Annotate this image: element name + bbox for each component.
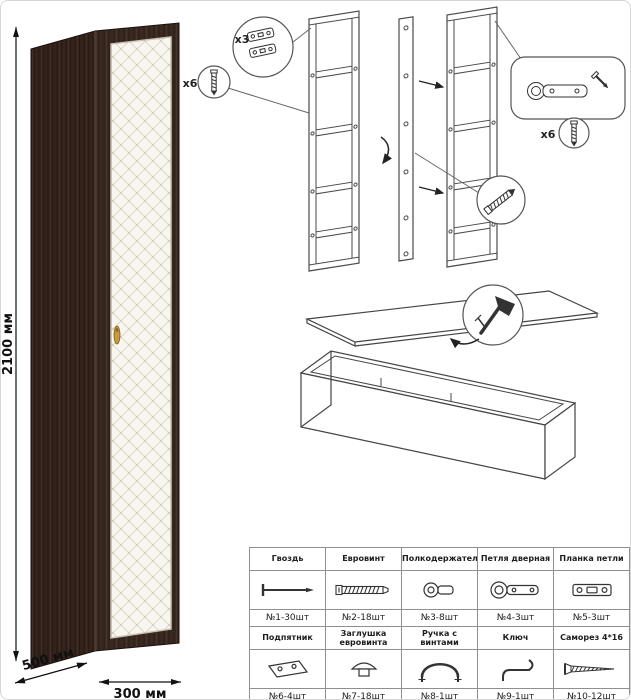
part-name-cell: Гвоздь [249,547,326,571]
part-icon-cell [249,649,326,689]
euro-screw-callout-left: x6 [183,65,310,114]
screw-cap-icon [350,662,377,677]
euro-screw-icon [334,584,389,596]
part-count-cell: №10-12шт [553,688,630,699]
part-icon-cell [401,649,478,689]
shelf-support-icon [422,582,454,598]
part-icon-cell [401,570,478,610]
wardrobe-side-panel [30,30,96,670]
part-name-cell: Заглушка евровинта [325,626,402,650]
part-icon-cell [325,649,402,689]
part-name-cell: Подпятник [249,626,326,650]
carcass-lying-down [299,350,577,481]
confirmat-screw-callout [414,152,526,225]
hammer-callout [449,284,524,349]
carcass-frame-left [308,10,360,272]
part-count-cell: №9-1шт [477,688,554,699]
part-count-cell: №6-4шт [249,688,326,699]
hammer-icon [474,296,515,335]
part-icon-cell [477,649,554,689]
door-handle [113,325,121,345]
hinge-screws-callout: x6 [541,117,590,149]
part-icon-cell [553,570,630,610]
parts-count-row: №1-30шт №2-18шт №3-8шт №4-3шт №5-3шт [249,609,630,627]
hinge-detail-callout [494,20,626,120]
wardrobe-illustration [30,22,180,670]
carcass-side-board [398,16,414,262]
height-dimension-label: 2100 мм [1,313,16,375]
part-icon-cell [553,649,630,689]
carcass-frame-right [446,6,498,268]
back-panel-sheet [304,290,600,347]
foot-pad-icon [267,660,308,678]
part-count-cell: №3-8шт [401,609,478,627]
parts-count-row: №6-4шт №7-18шт №8-1шт №9-1шт №10-12шт [249,688,630,699]
flip-arrow [380,136,392,165]
part-name-cell: Планка петли [553,547,630,571]
assembly-step-carcass: x3 x6 x6 [183,6,626,272]
key-icon [501,659,533,681]
part-count-cell: №4-3шт [477,609,554,627]
parts-icon-row [249,649,630,689]
parts-name-row: Подпятник Заглушка евровинта Ручка с вин… [249,626,630,650]
hinge-plates-qty-label: x3 [235,33,250,46]
part-name-cell: Ручка с винтами [401,626,478,650]
euro-screws-qty-label: x6 [183,77,198,90]
parts-table: Гвоздь Евровинт Полкодержатель Петля две… [249,547,630,699]
nail-icon [261,584,314,596]
part-count-cell: №7-18шт [325,688,402,699]
part-name-cell: Ключ [477,626,554,650]
handle-icon [418,663,461,682]
parts-icon-row [249,570,630,610]
part-icon-cell [325,570,402,610]
door-hinge-icon [489,581,539,599]
parts-name-row: Гвоздь Евровинт Полкодержатель Петля две… [249,547,630,571]
part-icon-cell [477,570,554,610]
part-count-cell: №5-3шт [553,609,630,627]
part-count-cell: №8-1шт [401,688,478,699]
part-count-cell: №1-30шт [249,609,326,627]
assembly-step-back-panel [299,284,600,481]
width-dimension-label: 300 мм [114,687,167,700]
part-name-cell: Полкодержатель [401,547,478,571]
part-icon-cell [249,570,326,610]
self-tapping-screw-icon [563,662,614,676]
hinge-plate-icon [571,583,612,597]
hinge-screws-qty-label: x6 [541,128,556,141]
part-name-cell: Саморез 4*16 [553,626,630,650]
part-count-cell: №2-18шт [325,609,402,627]
part-name-cell: Евровинт [325,547,402,571]
hinge-plates-callout: x3 [232,16,312,78]
part-name-cell: Петля дверная [477,547,554,571]
